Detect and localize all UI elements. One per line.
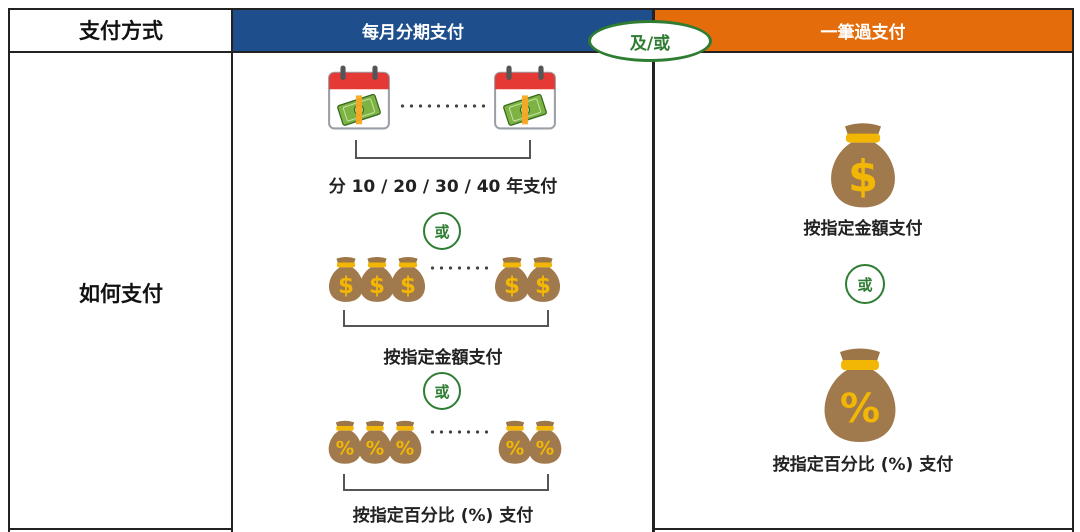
dotted-connector bbox=[428, 266, 492, 270]
money-bag-dollar-icon bbox=[519, 244, 567, 306]
money-bag-percent-icon bbox=[522, 408, 568, 468]
money-bag-percent-icon bbox=[382, 408, 428, 468]
range-bracket bbox=[355, 140, 531, 159]
installment-period-text: 分 10 / 20 / 30 / 40 年支付 bbox=[328, 177, 558, 197]
monthly-header-label: 每月分期支付 bbox=[362, 22, 464, 43]
column-header-payment-method: 支付方式 bbox=[10, 9, 232, 51]
dotted-connector bbox=[428, 430, 492, 434]
table-border-top bbox=[8, 8, 1074, 10]
lump-percentage-text: 按指定百分比 (%) 支付 bbox=[772, 455, 954, 475]
table-bottom-partial-left bbox=[8, 528, 232, 530]
header-row-divider bbox=[8, 51, 1074, 53]
column-divider-1 bbox=[231, 8, 233, 532]
table-bottom-partial-right bbox=[654, 528, 1074, 530]
row-label-how-to-pay: 如何支付 bbox=[79, 282, 163, 306]
dotted-connector bbox=[398, 104, 488, 108]
lump-fixed-amount-text: 按指定金額支付 bbox=[803, 219, 923, 239]
monthly-fixed-amount-text: 按指定金額支付 bbox=[383, 348, 503, 368]
money-bag-dollar-icon bbox=[384, 244, 432, 306]
and-or-badge: 及/或 bbox=[588, 20, 712, 62]
table-border-left bbox=[8, 8, 10, 532]
or-badge: 或 bbox=[423, 372, 461, 410]
column-header-monthly: 每月分期支付 bbox=[232, 9, 654, 51]
monthly-percentage-text: 按指定百分比 (%) 支付 bbox=[352, 506, 534, 526]
or-badge: 或 bbox=[845, 264, 885, 304]
or-badge: 或 bbox=[423, 212, 461, 250]
money-bag-percent-icon bbox=[808, 326, 912, 446]
calendar-cash-icon bbox=[492, 60, 558, 135]
range-bracket bbox=[343, 310, 549, 327]
column-divider-2 bbox=[652, 8, 655, 532]
range-bracket bbox=[343, 474, 549, 491]
money-bag-dollar-icon bbox=[818, 102, 908, 212]
table-border-right bbox=[1072, 8, 1074, 532]
calendar-cash-icon bbox=[326, 60, 392, 135]
column-header-lump-sum: 一筆過支付 bbox=[654, 9, 1072, 51]
